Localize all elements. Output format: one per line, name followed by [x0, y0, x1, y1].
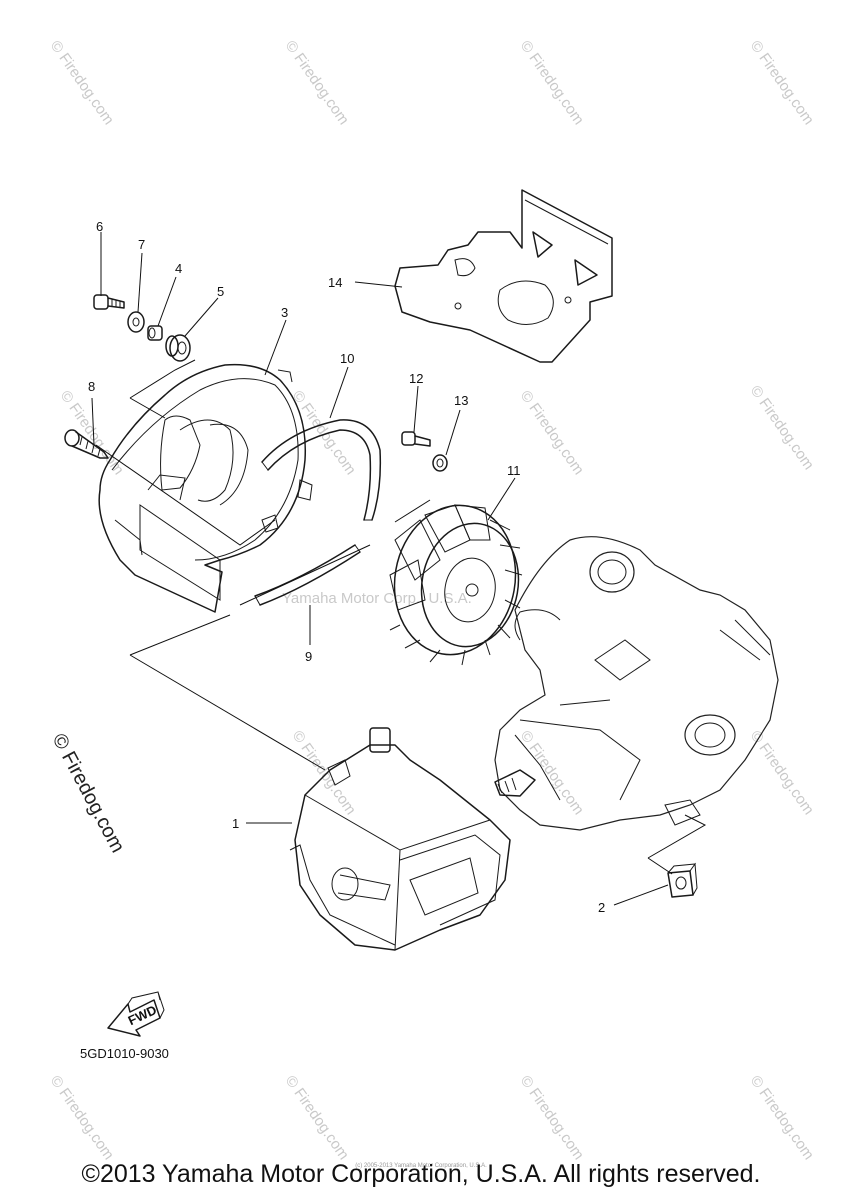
part-11-fan — [389, 504, 523, 666]
watermark: © Firedog.com — [517, 38, 587, 129]
part-7-washer — [127, 311, 145, 333]
watermark: © Firedog.com — [282, 38, 352, 129]
watermark: © Firedog.com — [47, 38, 117, 129]
part-12-bolt — [401, 431, 431, 447]
callout-leaders — [91, 232, 669, 906]
part-5-grommet — [165, 334, 191, 362]
callout-14: 14 — [328, 275, 342, 290]
part-4-collar — [147, 325, 163, 341]
callout-10: 10 — [340, 351, 354, 366]
tiny-copyright: (c) 2005-2013 Yamaha Motor Corporation, … — [355, 1163, 487, 1169]
callout-2: 2 — [598, 900, 605, 915]
callout-8: 8 — [88, 379, 95, 394]
callout-13: 13 — [454, 393, 468, 408]
side-watermark: © Firedog.com — [48, 730, 129, 856]
part-6-bolt — [93, 294, 125, 310]
assembly-lines — [95, 359, 707, 875]
watermark: © Firedog.com — [747, 1073, 817, 1164]
engine-crankcase — [494, 536, 779, 831]
callout-labels: 1 2 3 4 5 6 7 8 9 10 11 12 13 14 — [88, 219, 605, 915]
callout-5: 5 — [217, 284, 224, 299]
diagram-code: 5GD1010-9030 — [80, 1046, 169, 1061]
callout-1: 1 — [232, 816, 239, 831]
callout-3: 3 — [281, 305, 288, 320]
watermark-layer: © Firedog.com © Firedog.com © Firedog.co… — [47, 38, 817, 1164]
callout-12: 12 — [409, 371, 423, 386]
part-13-washer — [432, 454, 448, 472]
watermark: © Firedog.com — [747, 38, 817, 129]
part-14-gasket — [394, 189, 613, 363]
callout-7: 7 — [138, 237, 145, 252]
part-10-hose — [261, 419, 382, 521]
part-2-clip — [667, 862, 698, 898]
part-1-lower-shroud — [289, 727, 511, 951]
callout-11: 11 — [507, 463, 521, 478]
center-watermark: Yamaha Motor Corp., U.S.A. — [282, 590, 472, 607]
watermark: © Firedog.com — [47, 1073, 117, 1164]
watermark: © Firedog.com — [517, 728, 587, 819]
part-3-air-shroud — [98, 363, 313, 613]
watermark: © Firedog.com — [517, 1073, 587, 1164]
copyright-notice: ©2013 Yamaha Motor Corporation, U.S.A. A… — [81, 1160, 761, 1188]
callout-4: 4 — [175, 261, 182, 276]
watermark: © Firedog.com — [282, 1073, 352, 1164]
callout-9: 9 — [305, 649, 312, 664]
fwd-label: FWD — [126, 1002, 159, 1028]
fwd-arrow-icon: FWD — [107, 991, 165, 1037]
part-8-screw — [64, 429, 109, 459]
watermark: © Firedog.com — [517, 388, 587, 479]
watermark: © Firedog.com — [747, 383, 817, 474]
callout-6: 6 — [96, 219, 103, 234]
